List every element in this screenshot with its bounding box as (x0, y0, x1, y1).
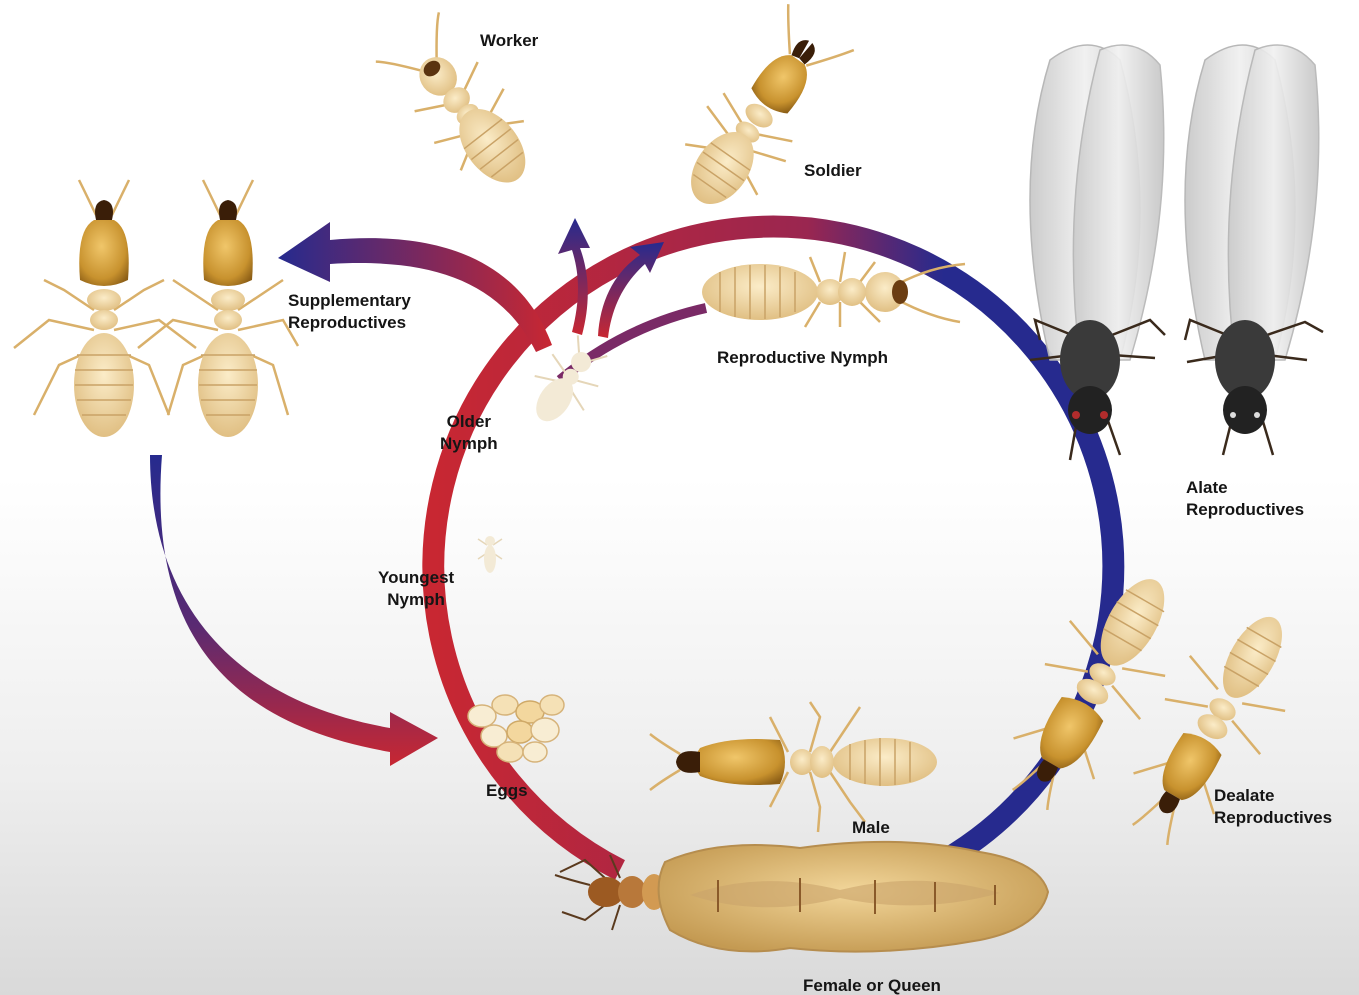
queen-termite (555, 842, 1048, 952)
alate-reproductive-left (1030, 45, 1165, 460)
dealate-reproductives-label: Dealate Reproductives (1214, 785, 1332, 829)
soldier-termite (660, 0, 860, 228)
alate-reproductive-right (1185, 45, 1323, 455)
alate-reproductives-label: Alate Reproductives (1186, 477, 1304, 521)
youngest-nymph-label: Youngest Nymph (378, 567, 454, 611)
soldier-label: Soldier (804, 160, 862, 182)
worker-label: Worker (480, 30, 538, 52)
male-label: Male (852, 817, 890, 839)
male-termite (650, 702, 937, 832)
queen-label: Female or Queen (803, 975, 941, 995)
nymph-to-worker-arrow (558, 218, 590, 335)
eggs-label: Eggs (486, 780, 528, 802)
reproductive-nymph-label: Reproductive Nymph (717, 347, 888, 369)
supplementary-reproductives-label: Supplementary Reproductives (288, 290, 411, 334)
older-nymph-label: Older Nymph (440, 411, 498, 455)
supplementary-reproductive-left (14, 180, 196, 437)
youngest-nymph-termite (478, 536, 502, 573)
